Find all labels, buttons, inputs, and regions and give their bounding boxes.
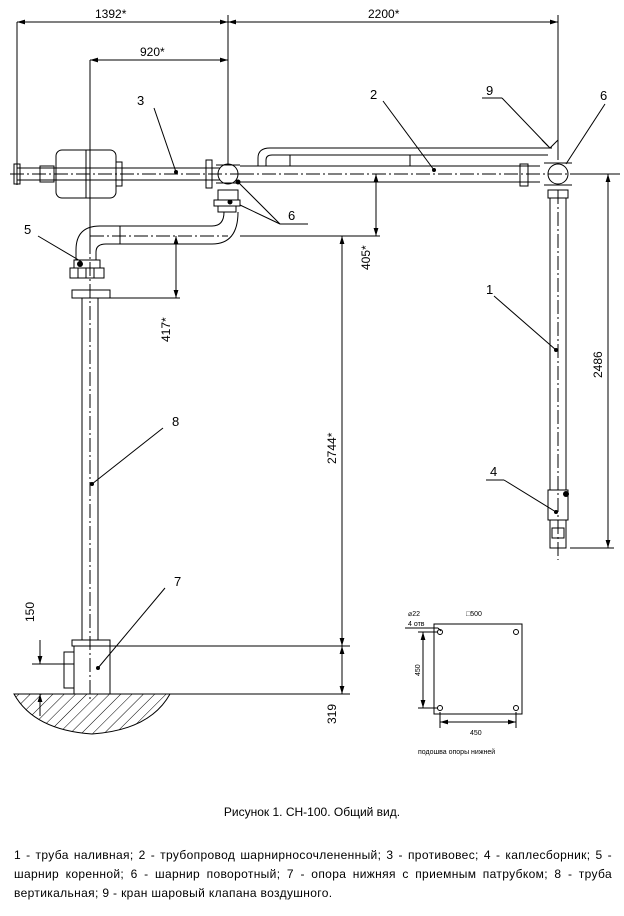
callout-8: 8 xyxy=(172,414,179,429)
dimension-405-label: 405* xyxy=(359,245,373,270)
dimension-319-label: 319 xyxy=(325,704,339,724)
figure-legend: 1 - труба наливная; 2 - трубопровод шарн… xyxy=(14,848,612,900)
dimension-417 xyxy=(110,236,180,299)
callout-9: 9 xyxy=(486,83,493,98)
dimension-2486-label: 2486 xyxy=(591,351,605,378)
dimension-1392-label: 1392* xyxy=(95,7,127,21)
callout-4: 4 xyxy=(490,464,497,479)
callout-5: 5 xyxy=(24,222,31,237)
dimension-2486 xyxy=(570,173,614,549)
callout-1: 1 xyxy=(486,282,493,297)
square-size-label: □500 xyxy=(466,611,482,618)
dimension-920-label: 920* xyxy=(140,45,165,59)
vertical-pipe xyxy=(81,240,99,700)
dimension-1392 xyxy=(16,19,228,185)
callout-3: 3 xyxy=(137,93,144,108)
base-plate xyxy=(405,623,523,728)
technical-drawing: 1392* 2200* 920* 405* 417* 2744* 2486 15… xyxy=(10,7,620,756)
dimension-405 xyxy=(240,174,380,237)
bottom-dimension-label: 450 xyxy=(470,730,482,737)
dimension-2744 xyxy=(110,236,350,647)
hole-count-label: 4 отв xyxy=(408,621,425,628)
dimension-2744-label: 2744* xyxy=(325,432,339,464)
root-joint xyxy=(69,259,111,299)
base-plate-caption: подошва опоры нижней xyxy=(418,748,495,756)
lower-support xyxy=(60,639,128,695)
counterweight-arm xyxy=(10,149,240,199)
hole-diameter-label: ⌀22 xyxy=(408,611,420,618)
dimension-150 xyxy=(32,640,74,716)
articulated-pipeline xyxy=(240,147,620,187)
air-valve xyxy=(541,139,559,149)
figure-caption: Рисунок 1. СН-100. Общий вид. xyxy=(223,805,401,819)
drip-collector xyxy=(547,489,569,549)
elbow-arm xyxy=(75,211,239,260)
dimension-417-label: 417* xyxy=(159,317,173,342)
dimension-150-label: 150 xyxy=(23,602,37,622)
dimension-2200-label: 2200* xyxy=(368,7,400,21)
callout-2: 2 xyxy=(370,87,377,102)
callout-7: 7 xyxy=(174,574,181,589)
leader-lines xyxy=(37,97,606,669)
fill-pipe xyxy=(549,190,567,560)
callout-6-right: 6 xyxy=(600,88,607,103)
side-dimension-label: 450 xyxy=(415,664,422,676)
dimension-2200 xyxy=(228,15,559,160)
dimension-319 xyxy=(170,646,350,695)
callout-6-left: 6 xyxy=(288,208,295,223)
ground-foundation xyxy=(13,693,171,735)
